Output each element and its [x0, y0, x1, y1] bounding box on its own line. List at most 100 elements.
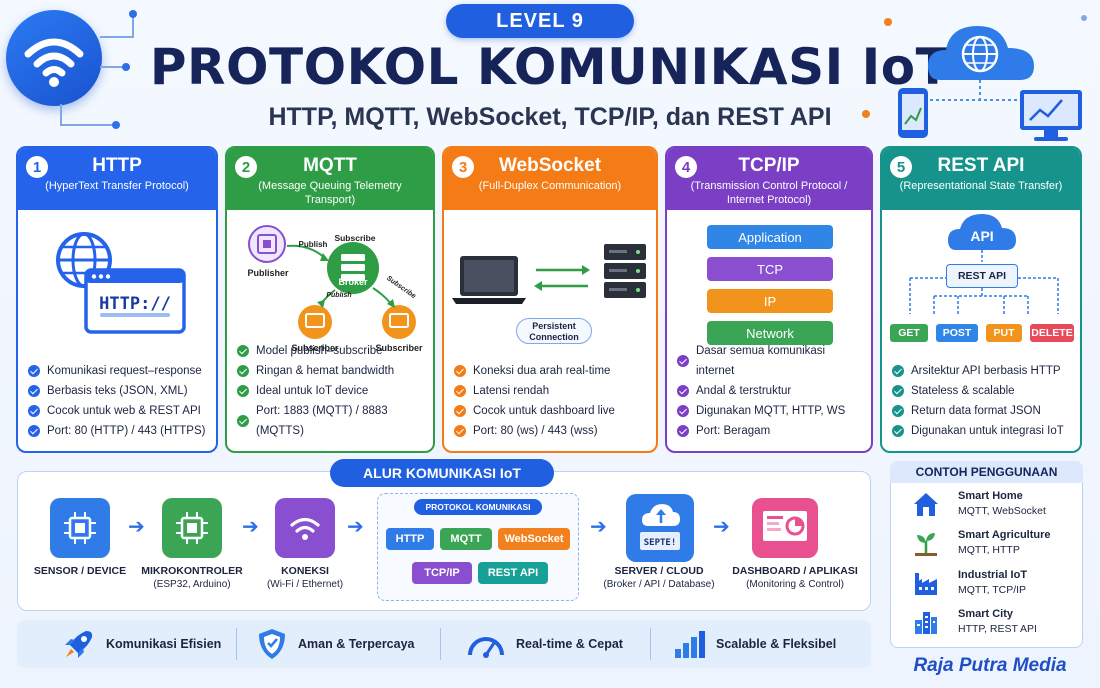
check-icon: [892, 425, 904, 437]
check-icon: [892, 365, 904, 377]
card-number: 1: [26, 156, 48, 178]
check-icon: [892, 405, 904, 417]
api-cloud-label: API: [970, 228, 994, 244]
usage-item-industrial-iot: Industrial IoT MQTT, TCP/IP: [912, 569, 1080, 605]
list-item: Port: 80 (HTTP) / 443 (HTTPS): [28, 421, 210, 441]
protocols-title: PROTOKOL KOMUNIKASI: [414, 499, 542, 515]
circuit-line: [100, 36, 134, 38]
list-item: Model publish–subscribe: [237, 341, 427, 361]
arrow-right-icon: ➔: [713, 516, 730, 538]
list-item: Arsitektur API berbasis HTTP: [892, 361, 1074, 381]
plant-icon: [915, 533, 937, 556]
check-icon: [28, 385, 40, 397]
layer-network: Network: [707, 321, 833, 345]
check-icon: [454, 425, 466, 437]
chip-icon: [50, 498, 110, 558]
card-number: 5: [890, 156, 912, 178]
rest-api-node: REST API: [946, 264, 1018, 288]
list-item: Port: Beragam: [677, 421, 865, 441]
mqtt-diagram: [248, 225, 416, 339]
check-icon: [454, 405, 466, 417]
check-icon: [237, 415, 249, 427]
shield-icon: [259, 629, 285, 659]
wifi-badge-icon: [6, 10, 102, 106]
divider: [236, 628, 237, 660]
card-title: TCP/IP: [738, 155, 800, 176]
globe-browser-icon: [56, 232, 186, 334]
protocol-tag-rest-api: REST API: [478, 562, 548, 584]
circuit-line: [60, 124, 114, 126]
check-icon: [237, 365, 249, 377]
arrow-right-icon: ➔: [242, 516, 259, 538]
list-item: Berbasis teks (JSON, XML): [28, 381, 210, 401]
card-body: Application TCP IP Network Dasar semua k…: [667, 210, 871, 451]
check-icon: [28, 425, 40, 437]
microcontroller-icon: [162, 498, 222, 558]
usage-item-smart-agriculture: Smart Agriculture MQTT, HTTP: [912, 529, 1080, 565]
feature-realtime: Real-time & Cepat: [466, 620, 623, 668]
rocket-icon: [65, 631, 93, 658]
check-icon: [237, 345, 249, 357]
card-header: 4 TCP/IP (Transmission Control Protocol …: [667, 148, 871, 210]
card-body: Publisher Publish Subscribe Broker Publi…: [227, 210, 433, 451]
method-put: PUT: [986, 324, 1022, 342]
card-subtitle: (Message Queuing Telemetry Transport): [258, 180, 402, 206]
card-subtitle: (Representational State Transfer): [899, 180, 1063, 192]
usage-name: Smart Agriculture: [958, 529, 1051, 541]
card-points: Arsitektur API berbasis HTTP Stateless &…: [892, 361, 1074, 441]
arrow-right-icon: ➔: [590, 516, 607, 538]
card-points: Komunikasi request–response Berbasis tek…: [28, 361, 210, 441]
usage-name: Industrial IoT: [958, 569, 1028, 581]
arrow-right-icon: ➔: [347, 516, 364, 538]
layer-application: Application: [707, 225, 833, 249]
page-subtitle: HTTP, MQTT, WebSocket, TCP/IP, dan REST …: [268, 103, 832, 131]
protocol-tag-websocket: WebSocket: [498, 528, 570, 550]
usage-item-smart-home: Smart Home MQTT, WebSocket: [912, 490, 1080, 526]
list-item: Koneksi dua arah real-time: [454, 361, 650, 381]
card-body: HTTP:// Komunikasi request–response Berb…: [18, 210, 216, 451]
protocol-tag-tcpip: TCP/IP: [412, 562, 472, 584]
flow-step-connection: KONEKSI(Wi-Fi / Ethernet): [266, 565, 344, 590]
check-icon: [454, 385, 466, 397]
list-item: Andal & terstruktur: [677, 381, 865, 401]
card-mqtt: 2 MQTT (Message Queuing Telemetry Transp…: [225, 146, 435, 453]
flow-step-sensor: SENSOR / DEVICE: [33, 565, 127, 577]
layer-tcp: TCP: [707, 257, 833, 281]
card-points: Koneksi dua arah real-time Latensi renda…: [454, 361, 650, 441]
publisher-label: Publisher: [247, 268, 289, 278]
flow-step-server: SERVER / CLOUD(Broker / API / Database): [603, 565, 715, 590]
circuit-dot: [112, 121, 120, 129]
feature-efficient: Komunikasi Efisien: [62, 620, 221, 668]
usage-protocols: MQTT, TCP/IP: [958, 584, 1027, 596]
flow-step-microcontroller: MIKROKONTROLER(ESP32, Arduino): [141, 565, 243, 590]
subscribe-label: Subscribe: [334, 233, 376, 243]
card-title: REST API: [937, 155, 1025, 176]
server-screen-text: SEPTE!: [643, 538, 677, 548]
subscriber-label: Subscriber: [291, 343, 339, 353]
list-item: Port: 80 (ws) / 443 (wss): [454, 421, 650, 441]
factory-icon: [915, 573, 937, 595]
check-icon: [677, 385, 689, 397]
card-header: 5 REST API (Representational State Trans…: [882, 148, 1080, 210]
bar-chart-icon: [675, 631, 705, 658]
card-websocket: 3 WebSocket (Full-Duplex Communication) …: [442, 146, 658, 453]
list-item: Cocok untuk dashboard live: [454, 401, 650, 421]
list-item: Return data format JSON: [892, 401, 1074, 421]
feature-label: Scalable & Fleksibel: [716, 637, 837, 651]
usage-protocols: MQTT, WebSocket: [958, 505, 1046, 517]
feature-label: Real-time & Cepat: [516, 637, 623, 651]
arrow-right-icon: ➔: [128, 516, 145, 538]
circuit-line: [100, 66, 124, 68]
card-subtitle: (Transmission Control Protocol / Interne…: [690, 180, 848, 206]
feature-secure: Aman & Terpercaya: [256, 620, 415, 668]
card-points: Dasar semua komunikasi internet Andal & …: [677, 341, 865, 441]
laptop-server-icon: [452, 244, 646, 304]
card-subtitle: (HyperText Transfer Protocol): [45, 180, 189, 192]
page-title: PROTOKOL KOMUNIKASI IoT: [149, 38, 951, 96]
card-body: Persistent Connection Koneksi dua arah r…: [444, 210, 656, 451]
feature-label: Aman & Terpercaya: [298, 637, 415, 651]
card-number: 4: [675, 156, 697, 178]
method-post: POST: [936, 324, 978, 342]
card-title: MQTT: [303, 155, 357, 176]
check-icon: [677, 355, 689, 367]
